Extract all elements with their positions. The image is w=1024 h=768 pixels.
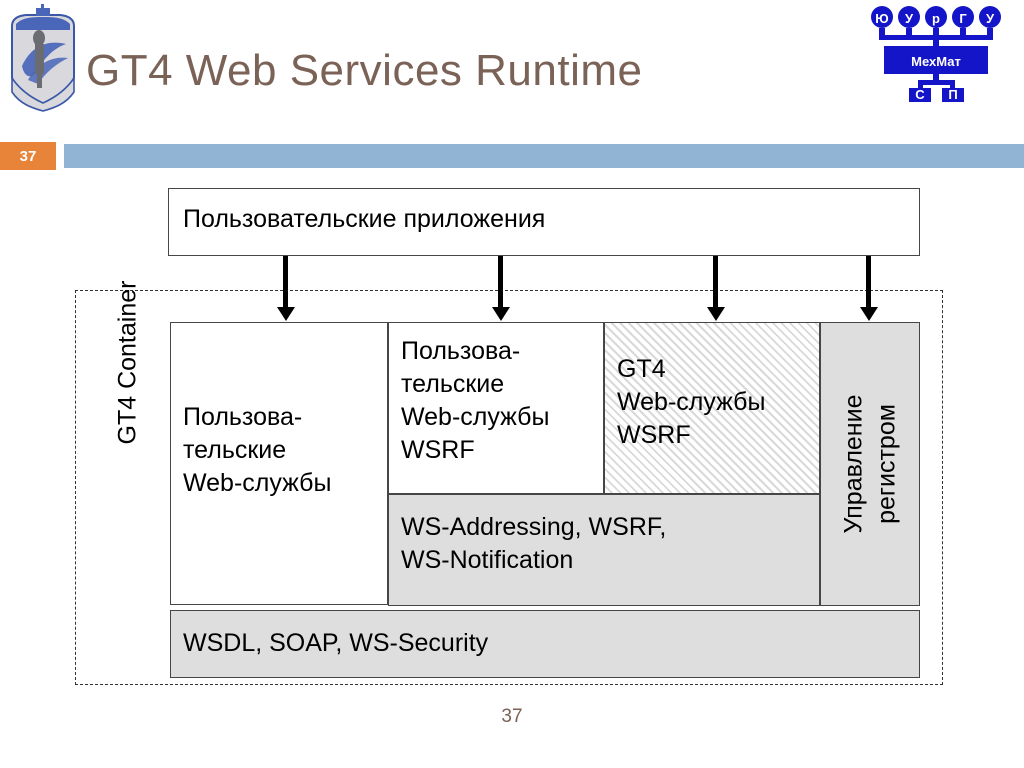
logo-center-label: МехМат xyxy=(911,54,961,69)
university-crest-icon xyxy=(11,4,75,112)
diagram-canvas: Пользовательские приложения GT4 Containe… xyxy=(0,170,1024,730)
logo-letter-s: С xyxy=(915,87,925,102)
arrow-to-user-wsrf xyxy=(498,256,503,308)
registry-management-box: Управление регистром xyxy=(820,322,920,606)
logo-letter-2: У xyxy=(905,11,914,26)
arrow-to-gt4-wsrf xyxy=(713,256,718,308)
logo-letter-4: Г xyxy=(959,11,967,26)
user-applications-box: Пользовательские приложения xyxy=(168,188,920,256)
page-title: GT4 Web Services Runtime xyxy=(86,46,643,95)
registry-management-label: Управление регистром xyxy=(839,394,901,534)
slide-number-badge: 37 xyxy=(0,142,56,170)
arrow-to-registry xyxy=(866,256,871,308)
logo-letter-1: Ю xyxy=(875,11,888,26)
arrow-to-user-web-services xyxy=(283,256,288,308)
logo-letter-p: П xyxy=(948,87,957,102)
logo-letter-3: р xyxy=(932,11,940,26)
slide-header: GT4 Web Services Runtime МехМат Ю У р Г … xyxy=(0,0,1024,140)
mehmat-org-chart-logo: МехМат Ю У р Г У С П xyxy=(871,6,1001,102)
header-divider-bar xyxy=(64,144,1024,168)
wsdl-soap-security-box: WSDL, SOAP, WS-Security xyxy=(170,610,920,678)
gt4-container-label: GT4 Container xyxy=(113,280,142,445)
user-web-services-wsrf-box: Пользова- тельские Web-службы WSRF xyxy=(388,322,604,494)
gt4-container-outline xyxy=(75,290,943,685)
user-web-services-box: Пользова- тельские Web-службы xyxy=(170,322,388,605)
footer-page-number: 37 xyxy=(501,706,523,727)
ws-addressing-box: WS-Addressing, WSRF, WS-Notification xyxy=(388,494,820,606)
logo-letter-5: У xyxy=(986,11,995,26)
gt4-web-services-wsrf-box: GT4 Web-службы WSRF xyxy=(604,322,820,494)
